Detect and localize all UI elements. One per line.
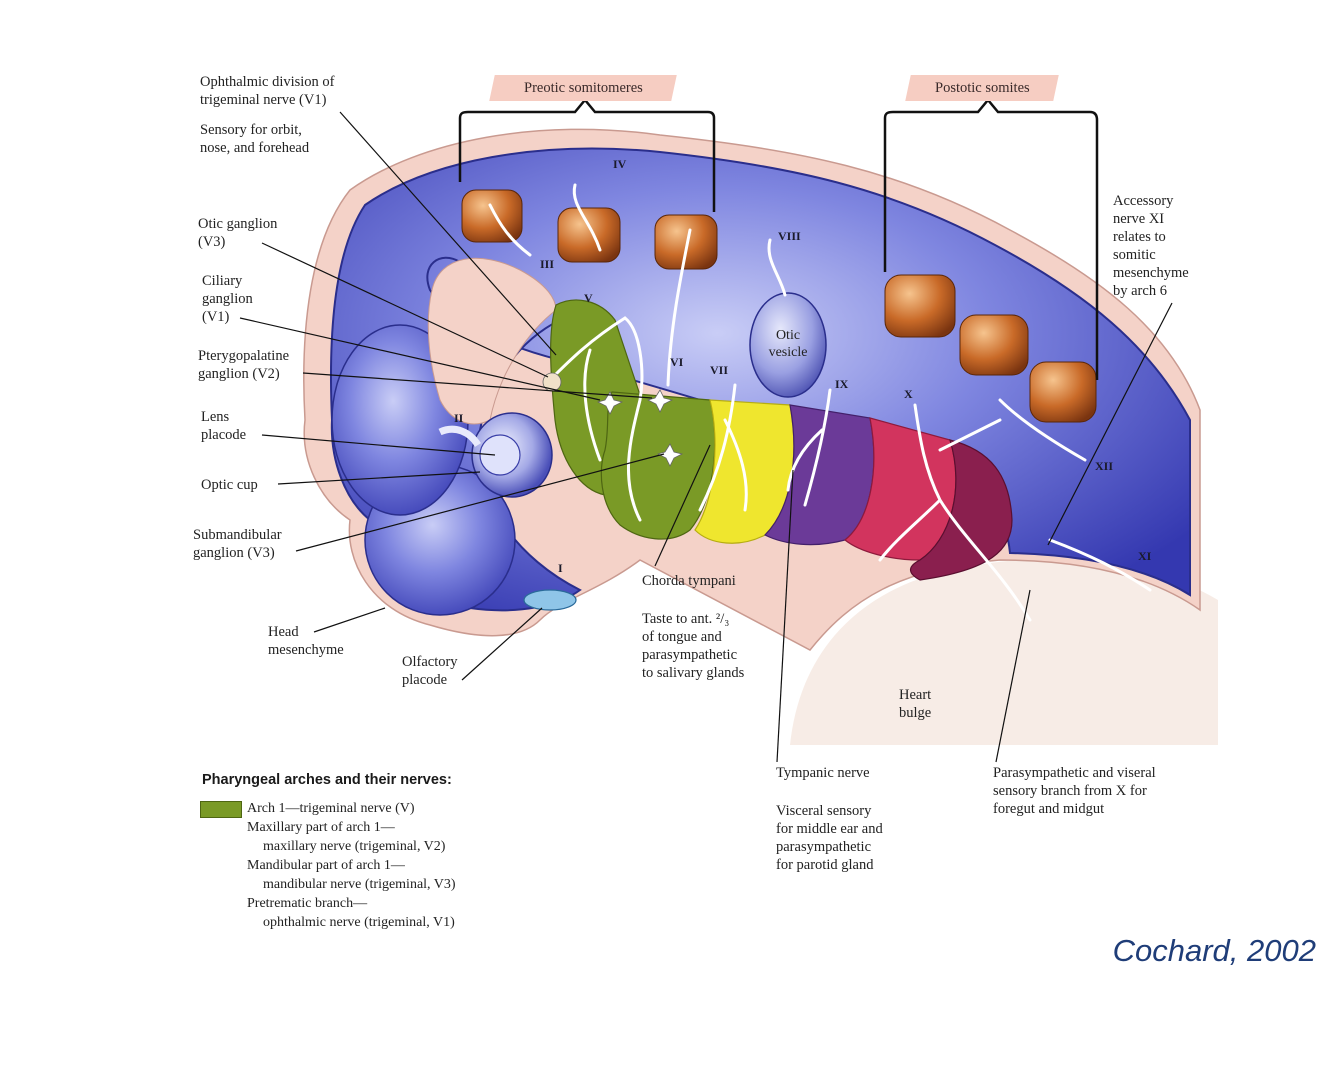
numeral-II: II <box>454 411 464 425</box>
leader-otic-ganglion <box>261 242 549 378</box>
numeral-III: III <box>540 257 554 271</box>
nerve-numerals: I II III IV V VI VII VIII IX X XI XII <box>454 157 1152 575</box>
arch-6 <box>910 439 1013 581</box>
numeral-IV: IV <box>613 157 627 171</box>
nerve-IX <box>786 388 832 507</box>
postotic-somites <box>884 274 1097 423</box>
legend-line-4: Mandibular part of arch 1— <box>247 858 405 873</box>
legend-line-3: maxillary nerve (trigeminal, V2) <box>263 839 446 854</box>
label-lens-placode: Lens placode <box>201 409 247 443</box>
nerve-V-branch <box>583 348 602 462</box>
postotic-banner-text: Postotic somites <box>934 80 1030 96</box>
leader-pterygopalatine <box>302 372 653 399</box>
label-optic-cup: Optic cup <box>201 477 258 493</box>
postotic-somites-banner: Postotic somites <box>905 75 1059 101</box>
otic-vesicle <box>749 292 827 398</box>
inner-mesenchyme-pocket <box>427 257 557 425</box>
nerve-III <box>488 203 532 257</box>
numeral-VI: VI <box>670 355 684 369</box>
label-submandibular: Submandibular ganglion (V3) <box>193 527 282 561</box>
nerve-XII <box>998 398 1087 462</box>
legend-swatch-arch1 <box>200 801 242 818</box>
somite-1 <box>884 274 956 338</box>
numeral-XI: XI <box>1138 549 1152 563</box>
lens-placode <box>479 434 521 476</box>
numeral-XII: XII <box>1095 459 1113 473</box>
legend-line-7: ophthalmic nerve (trigeminal, V1) <box>263 915 455 930</box>
somite-3 <box>1029 361 1097 423</box>
numeral-V: V <box>584 291 593 305</box>
label-visceral-sensory: Visceral sensory for middle ear and para… <box>776 803 883 873</box>
numeral-I: I <box>558 561 563 575</box>
label-ophthalmic: Ophthalmic division of trigeminal nerve … <box>200 74 335 108</box>
nerve-VI <box>666 228 692 387</box>
nerve-IV <box>572 183 602 252</box>
nerve-VIII <box>767 238 787 297</box>
somitomere-3 <box>654 214 718 270</box>
legend-title: Pharyngeal arches and their nerves: <box>202 772 452 788</box>
legend-line-6: Pretrematic branch— <box>247 896 368 911</box>
nerve-XI <box>1048 538 1152 592</box>
label-ciliary-ganglion: Ciliary ganglion (V1) <box>202 273 253 325</box>
nerve-VII <box>698 383 748 512</box>
leader-tympanic <box>776 469 794 763</box>
pterygopalatine-ganglion-mark <box>646 389 674 413</box>
legend-line-1: Arch 1—trigeminal nerve (V) <box>247 801 415 816</box>
preotic-somitomeres <box>461 189 718 270</box>
nerve-V <box>548 316 644 522</box>
label-tympanic-nerve: Tympanic nerve <box>776 765 870 781</box>
label-parasympathetic-x: Parasympathetic and viseral sensory bran… <box>993 765 1156 817</box>
somite-2 <box>959 314 1029 376</box>
olfactory-placode <box>523 589 577 611</box>
leader-optic-cup <box>277 471 481 485</box>
label-otic-ganglion: Otic ganglion (V3) <box>198 216 278 250</box>
leader-lens <box>261 434 496 456</box>
leader-ciliary <box>239 317 601 401</box>
numeral-IX: IX <box>835 377 849 391</box>
leader-submandibular <box>295 453 665 552</box>
numeral-X: X <box>904 387 913 401</box>
label-pterygopalatine: Pterygopalatine ganglion (V2) <box>198 348 290 382</box>
label-head-mesenchyme: Head mesenchyme <box>268 624 344 658</box>
citation-credit: Cochard, 2002 <box>1112 933 1316 968</box>
leader-lines <box>239 111 1173 763</box>
numeral-VII: VII <box>710 363 728 377</box>
label-olfactory-placode: Olfactory placode <box>402 654 458 688</box>
somitomere-2 <box>557 207 621 263</box>
legend-line-2: Maxillary part of arch 1— <box>247 820 395 835</box>
leader-ophthalmic <box>339 111 557 356</box>
label-taste: Taste to ant. ²/₃ of tongue and parasymp… <box>642 611 745 681</box>
leader-chorda-tympani <box>654 444 711 567</box>
leader-olfactory <box>461 607 543 681</box>
leader-parasympathetic-x <box>995 589 1031 763</box>
nerve-X <box>878 403 1032 622</box>
label-chorda-tympani: Chorda tympani <box>642 573 736 589</box>
numeral-VIII: VIII <box>778 229 801 243</box>
optic-stalk <box>438 425 481 448</box>
label-sensory-orbit: Sensory for orbit, nose, and forehead <box>200 122 310 156</box>
arch-1-mandibular <box>600 391 716 540</box>
leader-head-mesenchyme <box>313 607 386 633</box>
legend-line-5: mandibular nerve (trigeminal, V3) <box>263 877 456 892</box>
label-accessory-nerve: Accessory nerve XI relates to somitic me… <box>1113 193 1189 299</box>
leader-accessory <box>1047 302 1173 546</box>
label-heart-bulge: Heart bulge <box>899 687 932 721</box>
preotic-banner-text: Preotic somitomeres <box>523 80 643 96</box>
label-otic-vesicle: Otic vesicle <box>768 328 808 360</box>
cranial-nerves <box>488 183 1152 622</box>
somitomere-1 <box>461 189 523 243</box>
preotic-somitomeres-banner: Preotic somitomeres <box>489 75 677 101</box>
heart-bulge-region <box>790 559 1218 745</box>
